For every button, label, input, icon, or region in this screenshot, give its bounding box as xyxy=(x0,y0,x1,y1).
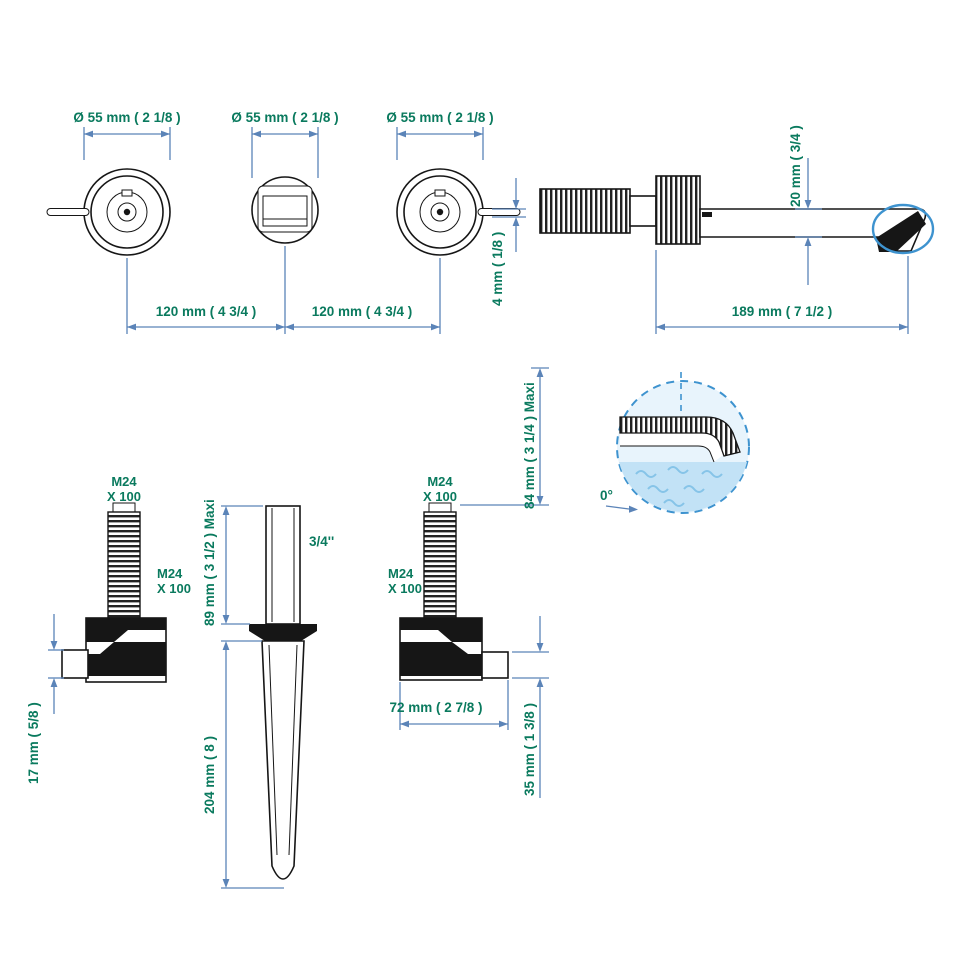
svg-text:204 mm ( 8 ): 204 mm ( 8 ) xyxy=(202,736,217,814)
dim-handle-length: 204 mm ( 8 ) xyxy=(202,640,284,889)
right-valve-view xyxy=(399,502,509,681)
right-thread-top-label-2: X 100 xyxy=(423,489,457,504)
dim-spout-height: 20 mm ( 3/4 ) xyxy=(788,125,803,207)
handle-connection-label: 3/4'' xyxy=(309,534,334,549)
escutcheon-front-view xyxy=(251,176,319,244)
handle-left-front-view xyxy=(46,168,171,256)
handle-flange xyxy=(249,624,317,641)
left-thread-side-label-1: M24 xyxy=(157,566,183,581)
left-thread-top-label-2: X 100 xyxy=(107,489,141,504)
dim-pitch-left: 120 mm ( 4 3/4 ) xyxy=(156,304,257,319)
right-outlet-stub xyxy=(481,651,509,679)
left-screw-slot xyxy=(121,189,133,197)
dim-spout-reach: 189 mm ( 7 1/2 ) xyxy=(732,304,833,319)
detail-spout-wall xyxy=(619,416,741,457)
spout-outlet-tip xyxy=(876,211,926,252)
handle-right-front-view xyxy=(396,168,521,256)
right-screw-slot xyxy=(434,189,446,197)
left-thread-top-label-1: M24 xyxy=(111,474,137,489)
dim-handle-travel: 89 mm ( 3 1/2 ) Maxi xyxy=(202,499,263,626)
right-stem-cap xyxy=(428,502,452,513)
dim-right-body-width: 72 mm ( 2 7/8 ) xyxy=(389,680,509,730)
dim-dia-center: Ø 55 mm ( 2 1/8 ) xyxy=(231,110,338,125)
detail-angle-label: 0° xyxy=(600,488,613,503)
wall-collar xyxy=(655,175,701,245)
left-thread-side-label-2: X 100 xyxy=(157,581,191,596)
handle-stem-side-view xyxy=(249,505,317,880)
spout-outlet-detail-view: 0° xyxy=(600,372,750,514)
svg-text:84 mm ( 3 1/4 ) Maxi: 84 mm ( 3 1/4 ) Maxi xyxy=(522,382,537,509)
dim-right-stem-travel: 84 mm ( 3 1/4 ) Maxi xyxy=(460,367,549,509)
right-threaded-stem xyxy=(423,511,457,619)
outlet-highlight-circle xyxy=(871,203,935,255)
right-thread-top-label-1: M24 xyxy=(427,474,453,489)
svg-text:35 mm ( 1 3/8 ): 35 mm ( 1 3/8 ) xyxy=(522,703,537,796)
dim-dia-left: Ø 55 mm ( 2 1/8 ) xyxy=(73,110,180,125)
svg-text:72 mm ( 2 7/8 ): 72 mm ( 2 7/8 ) xyxy=(389,700,482,715)
handle-taper xyxy=(261,640,305,880)
dim-right-outlet-drop: 35 mm ( 1 3/8 ) xyxy=(512,616,549,798)
knurled-grip xyxy=(539,188,631,234)
dim-dia-right: Ø 55 mm ( 2 1/8 ) xyxy=(386,110,493,125)
svg-text:17 mm ( 5/8 ): 17 mm ( 5/8 ) xyxy=(26,702,41,784)
handle-stem xyxy=(265,505,301,625)
spout-side-view xyxy=(539,175,935,255)
svg-text:89 mm ( 3 1/2 ) Maxi: 89 mm ( 3 1/2 ) Maxi xyxy=(202,499,217,626)
water-surface xyxy=(619,462,747,512)
grip-connector xyxy=(629,195,657,227)
dimensions-top: Ø 55 mm ( 2 1/8 ) Ø 55 mm ( 2 1/8 ) Ø 55… xyxy=(73,110,909,334)
dim-pitch-right: 120 mm ( 4 3/4 ) xyxy=(312,304,413,319)
left-lever xyxy=(46,208,90,216)
right-thread-side-label-2: X 100 xyxy=(388,581,422,596)
left-threaded-stem xyxy=(107,511,141,619)
left-outlet-stub xyxy=(61,649,89,679)
left-valve-view xyxy=(61,502,167,683)
left-stem-cap xyxy=(112,502,136,513)
right-thread-side-label-1: M24 xyxy=(388,566,414,581)
dim-lever-step: 4 mm ( 1/8 ) xyxy=(490,232,505,306)
dim-left-outlet-height: 17 mm ( 5/8 ) xyxy=(26,614,64,784)
